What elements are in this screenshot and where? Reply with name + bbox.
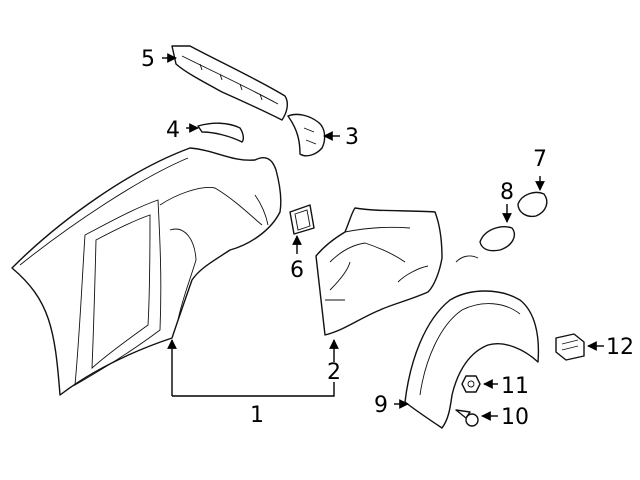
part-8-hinge (455, 226, 516, 263)
part-1-quarter-panel (11, 147, 282, 396)
part-11-nut (461, 375, 481, 393)
part-6-housing (289, 204, 315, 235)
part-5-upper-rail (171, 45, 289, 121)
callout-4: 4 (166, 118, 180, 143)
callout-11: 11 (501, 374, 529, 399)
part-7-fuel-door (517, 191, 548, 218)
callout-12: 12 (606, 335, 634, 360)
part-2-wheelhouse (315, 207, 443, 336)
part-3-bracket (287, 113, 326, 157)
callout-1: 1 (250, 403, 264, 428)
callout-6: 6 (290, 258, 304, 283)
callout-9: 9 (374, 393, 388, 418)
part-10-push-pin (455, 409, 479, 427)
part-9-wheel-liner (404, 290, 540, 429)
callouts: 1 2 3 4 5 6 7 8 9 10 11 12 (141, 47, 634, 430)
callout-8: 8 (500, 180, 514, 205)
callout-3: 3 (345, 125, 359, 150)
leader-lines (162, 53, 604, 421)
callout-2: 2 (327, 360, 341, 385)
callout-7: 7 (533, 147, 547, 172)
callout-5: 5 (141, 47, 155, 72)
callout-10: 10 (501, 405, 529, 430)
part-4-bracket (197, 122, 245, 143)
part-12-clip (555, 333, 585, 361)
